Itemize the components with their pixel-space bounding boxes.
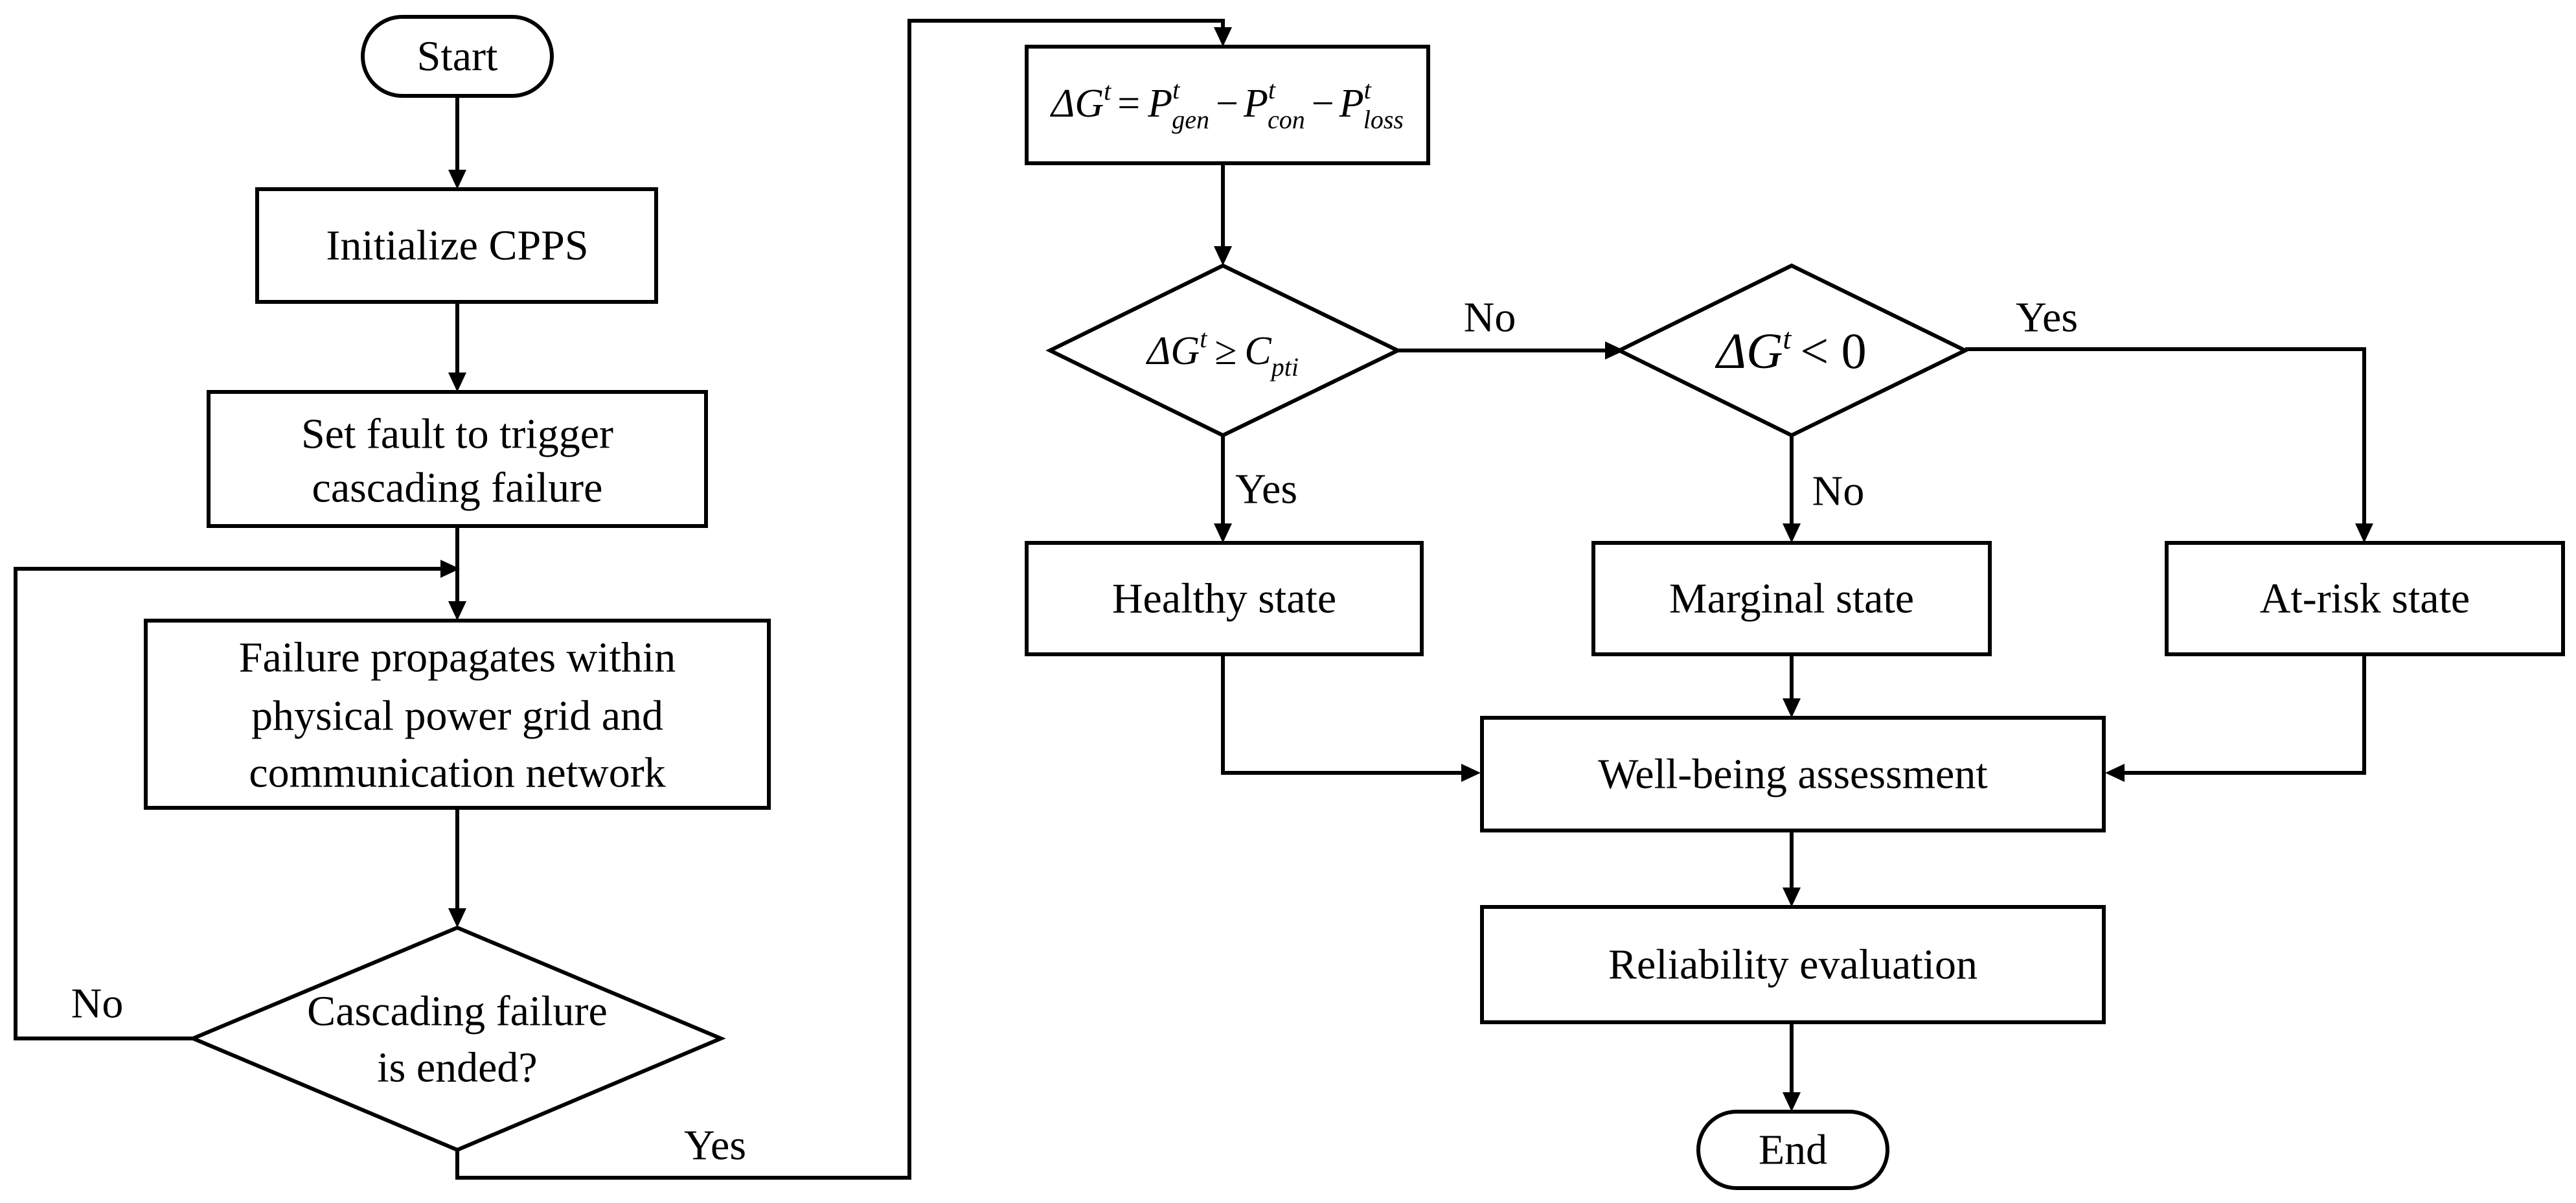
at-risk-state-label: At-risk state xyxy=(2260,575,2470,623)
arrowhead xyxy=(1461,764,1481,782)
start-label: Start xyxy=(417,33,498,80)
end-label: End xyxy=(1759,1127,1827,1174)
edge-atrisk-wellbeing xyxy=(2125,654,2366,775)
propagates-label-line2: physical power grid and xyxy=(251,693,663,740)
edge-yes-to-formula xyxy=(455,19,1225,1180)
arrowhead xyxy=(1214,523,1232,543)
arrowhead xyxy=(1214,246,1232,266)
arrowhead xyxy=(1783,1092,1801,1112)
arrowhead xyxy=(1783,888,1801,907)
connectors xyxy=(14,19,2373,1180)
marginal-state-label: Marginal state xyxy=(1669,575,1914,623)
edge-d2-atrisk xyxy=(1965,347,2366,523)
node-end: End xyxy=(1696,1110,1889,1190)
decision-delta-g-geq-cpti: ΔGt≥Cpti xyxy=(1045,263,1402,438)
edge-label-yes-d2: Yes xyxy=(2016,294,2078,341)
decision1-formula: ΔGt≥Cpti xyxy=(1145,324,1299,382)
arrowhead xyxy=(1783,698,1801,718)
edge-label-no-d1: No xyxy=(1464,294,1516,341)
initialize-cpps-label: Initialize CPPS xyxy=(326,222,588,269)
arrowhead xyxy=(448,170,466,189)
arrowhead xyxy=(440,560,460,578)
arrowhead xyxy=(1605,341,1624,360)
node-at-risk-state: At-risk state xyxy=(2165,541,2565,656)
arrowhead xyxy=(2105,764,2125,782)
edge-label-yes-cascade: Yes xyxy=(684,1122,746,1169)
decision2-formula: ΔGt< 0 xyxy=(1715,322,1866,379)
decision-delta-g-lt-zero: ΔGt< 0 xyxy=(1615,263,1970,438)
propagates-label-line3: communication network xyxy=(249,750,665,797)
node-well-being-assessment: Well-being assessment xyxy=(1480,716,2106,832)
node-failure-propagates: Failure propagates within physical power… xyxy=(144,619,771,810)
node-healthy-state: Healthy state xyxy=(1025,541,1424,656)
arrowhead xyxy=(448,601,466,621)
set-fault-label-line1: Set fault to trigger xyxy=(301,411,613,458)
well-being-assessment-label: Well-being assessment xyxy=(1598,751,1987,798)
edge-healthy-wellbeing xyxy=(1221,654,1461,775)
edge-label-no-loop: No xyxy=(71,980,124,1027)
node-set-fault: Set fault to trigger cascading failure xyxy=(207,390,708,528)
reliability-evaluation-label: Reliability evaluation xyxy=(1608,941,1978,989)
arrowhead xyxy=(448,372,466,392)
cascade-decision-line1: Cascading failure xyxy=(307,988,608,1035)
node-reliability-evaluation: Reliability evaluation xyxy=(1480,905,2106,1024)
node-start: Start xyxy=(361,15,554,98)
node-marginal-state: Marginal state xyxy=(1591,541,1992,656)
arrowhead xyxy=(1214,27,1232,47)
node-initialize-cpps: Initialize CPPS xyxy=(255,187,658,304)
arrowhead xyxy=(448,908,466,928)
propagates-label-line1: Failure propagates within xyxy=(239,634,676,682)
arrowhead xyxy=(1783,523,1801,543)
healthy-state-label: Healthy state xyxy=(1112,575,1336,623)
edge-label-yes-d1: Yes xyxy=(1235,466,1297,513)
arrowhead xyxy=(2355,523,2373,543)
set-fault-label-line2: cascading failure xyxy=(312,464,603,512)
cascade-decision-line2: is ended? xyxy=(377,1044,537,1092)
edge-label-no-d2: No xyxy=(1812,468,1865,515)
decision-cascading-ended: Cascading failure is ended? xyxy=(188,925,726,1152)
edge-no-loopback xyxy=(14,567,440,1040)
